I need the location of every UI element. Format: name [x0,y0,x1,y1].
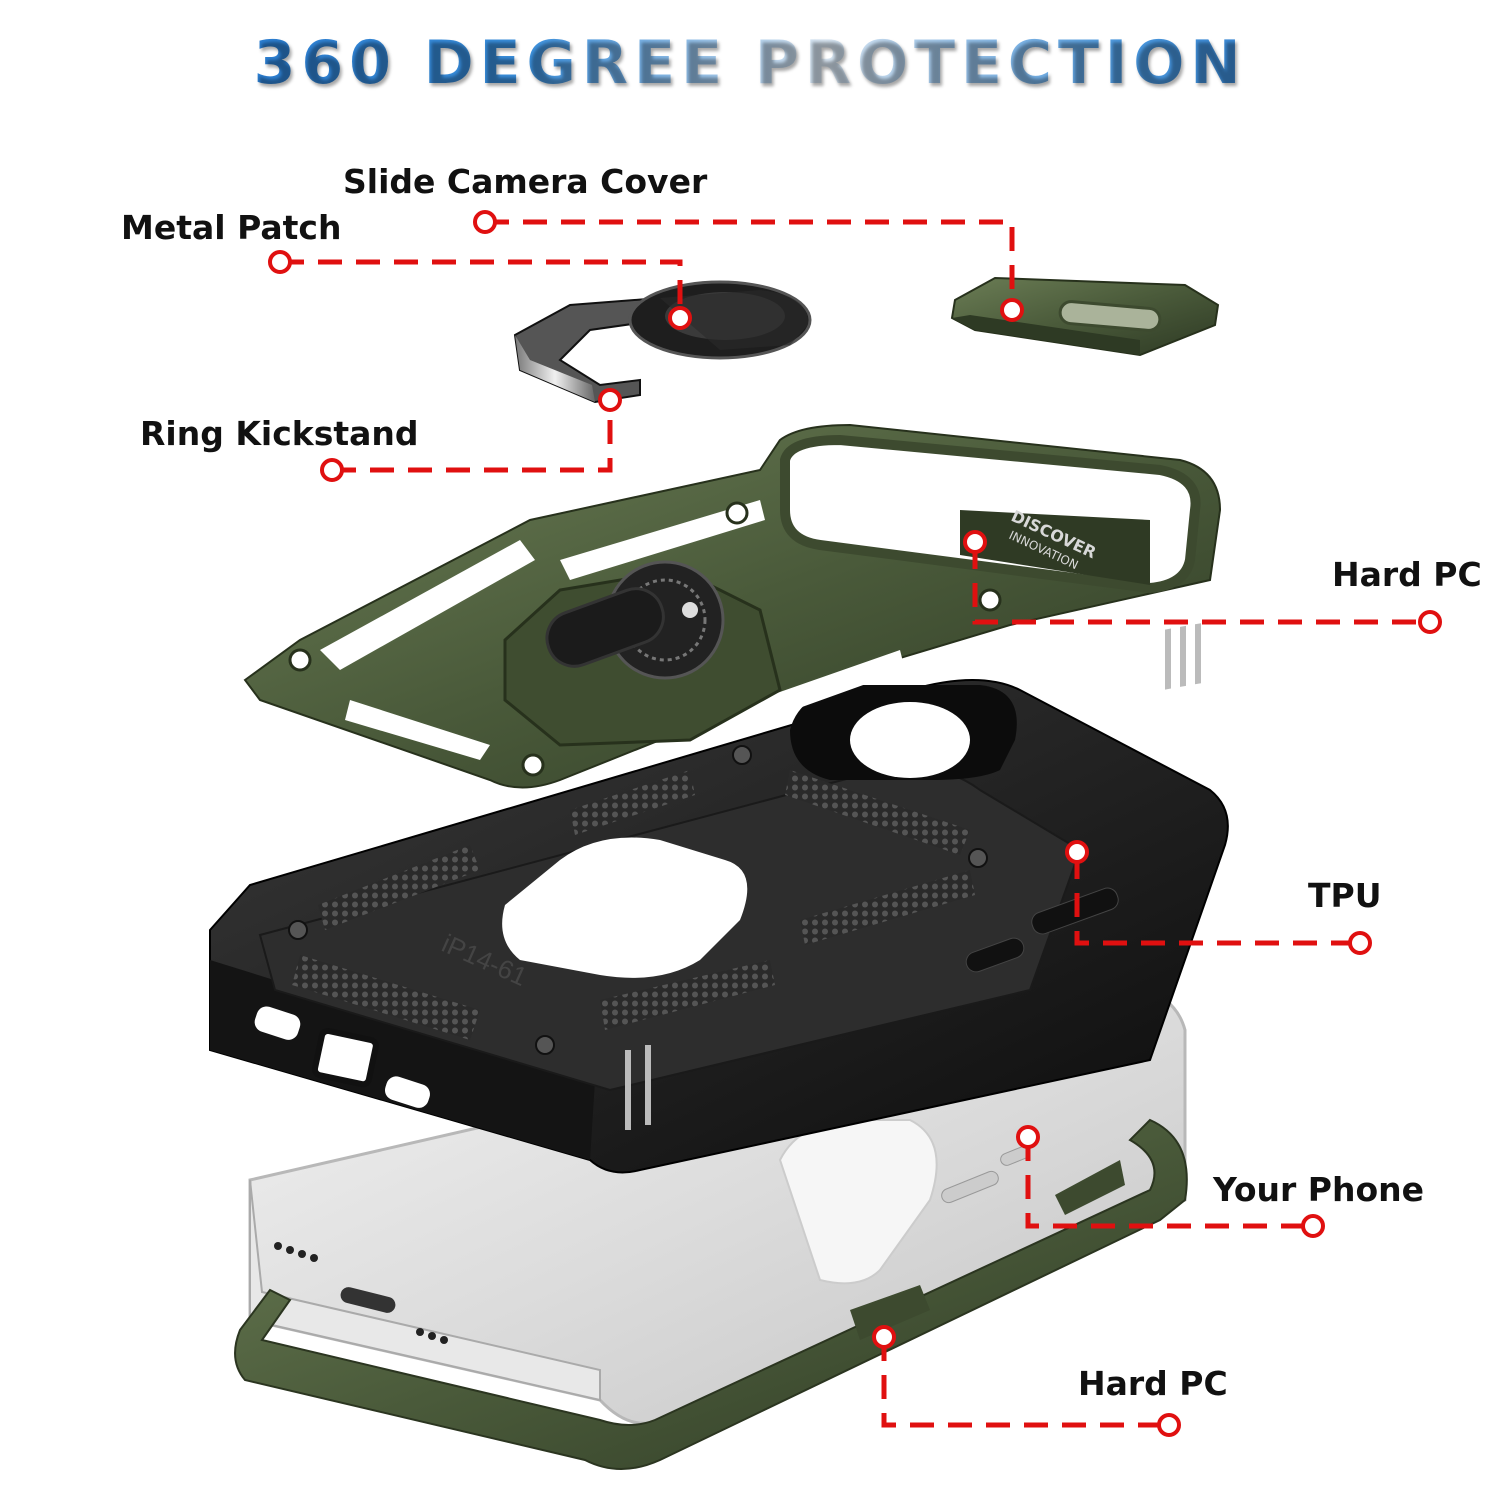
callout-line-your-phone [1025,1137,1313,1229]
callout-dot-icon [598,388,622,412]
tpu-case-illustration: iP14-61 [209,623,1229,1174]
slide-camera-cover-illustration [950,276,1220,357]
label-tpu: TPU [1308,876,1382,915]
callout-dot-icon [1301,1214,1325,1238]
callout-line-metal-patch [280,259,683,318]
callout-dot-icon [963,530,987,554]
callout-dot-icon [268,250,292,274]
callout-markers [268,210,1442,1437]
callout-line-hard-pc-bottom [881,1337,1169,1428]
callout-dot-icon [1348,931,1372,955]
callout-line-hard-pc-top [972,545,1430,625]
label-hard-pc-top: Hard PC [1332,555,1482,594]
label-metal-patch: Metal Patch [121,208,342,247]
callout-dot-icon [1000,298,1024,322]
hard-pc-bottom-frame [234,1118,1188,1470]
callout-dot-icon [1157,1413,1181,1437]
callout-dot-icon [320,458,344,482]
callout-lines [280,219,1430,1428]
callout-line-tpu [1074,855,1360,946]
label-ring-kickstand: Ring Kickstand [140,414,419,453]
page-title: 360 DEGREE PROTECTION [0,28,1500,98]
label-hard-pc-bottom: Hard PC [1078,1364,1228,1403]
label-your-phone: Your Phone [1213,1170,1425,1209]
callout-dot-icon [1016,1125,1040,1149]
callout-line-ring-kickstand [332,400,613,473]
callout-dot-icon [1418,610,1442,634]
callout-dot-icon [668,306,692,330]
label-slide-camera-cover: Slide Camera Cover [343,162,708,201]
charging-port-icon [340,1287,396,1313]
callout-dot-icon [872,1325,896,1349]
slider-plate [960,510,1150,585]
callout-dot-icon [473,210,497,234]
hard-pc-top-frame: DISCOVER INNOVATION [243,423,1222,789]
phone-speaker-holes-icon [274,1242,448,1344]
callout-dot-icon [1065,840,1089,864]
ring-kickstand-illustration [513,280,812,404]
callout-line-slide-camera-cover [485,219,1015,310]
